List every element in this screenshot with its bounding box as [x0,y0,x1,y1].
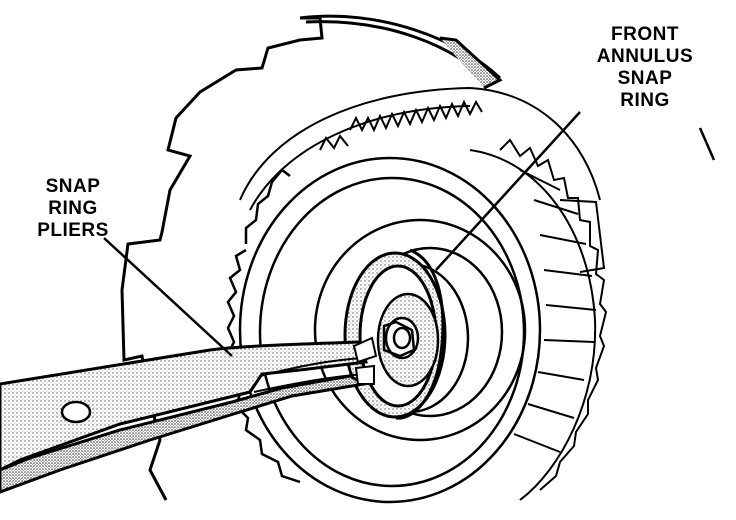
drum-internal-splines [319,99,483,151]
callout-snap-ring-pliers: SNAP RING PLIERS [28,176,118,242]
leader-lines [103,111,581,357]
stray-mark [698,127,716,161]
leader-line-snap-ring-pliers [103,237,233,357]
center-shaft [376,292,440,388]
annulus-gear-teeth [469,138,608,501]
callout-line: RING [620,90,670,111]
callout-front-annulus-snap-ring: FRONT ANNULUS SNAP RING [590,24,700,112]
leader-line-front-annulus-snap-ring [435,111,581,271]
callout-line: SNAP [617,68,673,89]
snap-ring-pliers-tool [0,336,378,494]
callout-line: FRONT [611,24,679,45]
callout-line: SNAP [45,176,101,197]
callout-line: RING [48,198,98,219]
drum-interior-rim [239,86,606,273]
callout-line: ANNULUS [596,46,694,67]
callout-line: PLIERS [37,220,109,241]
